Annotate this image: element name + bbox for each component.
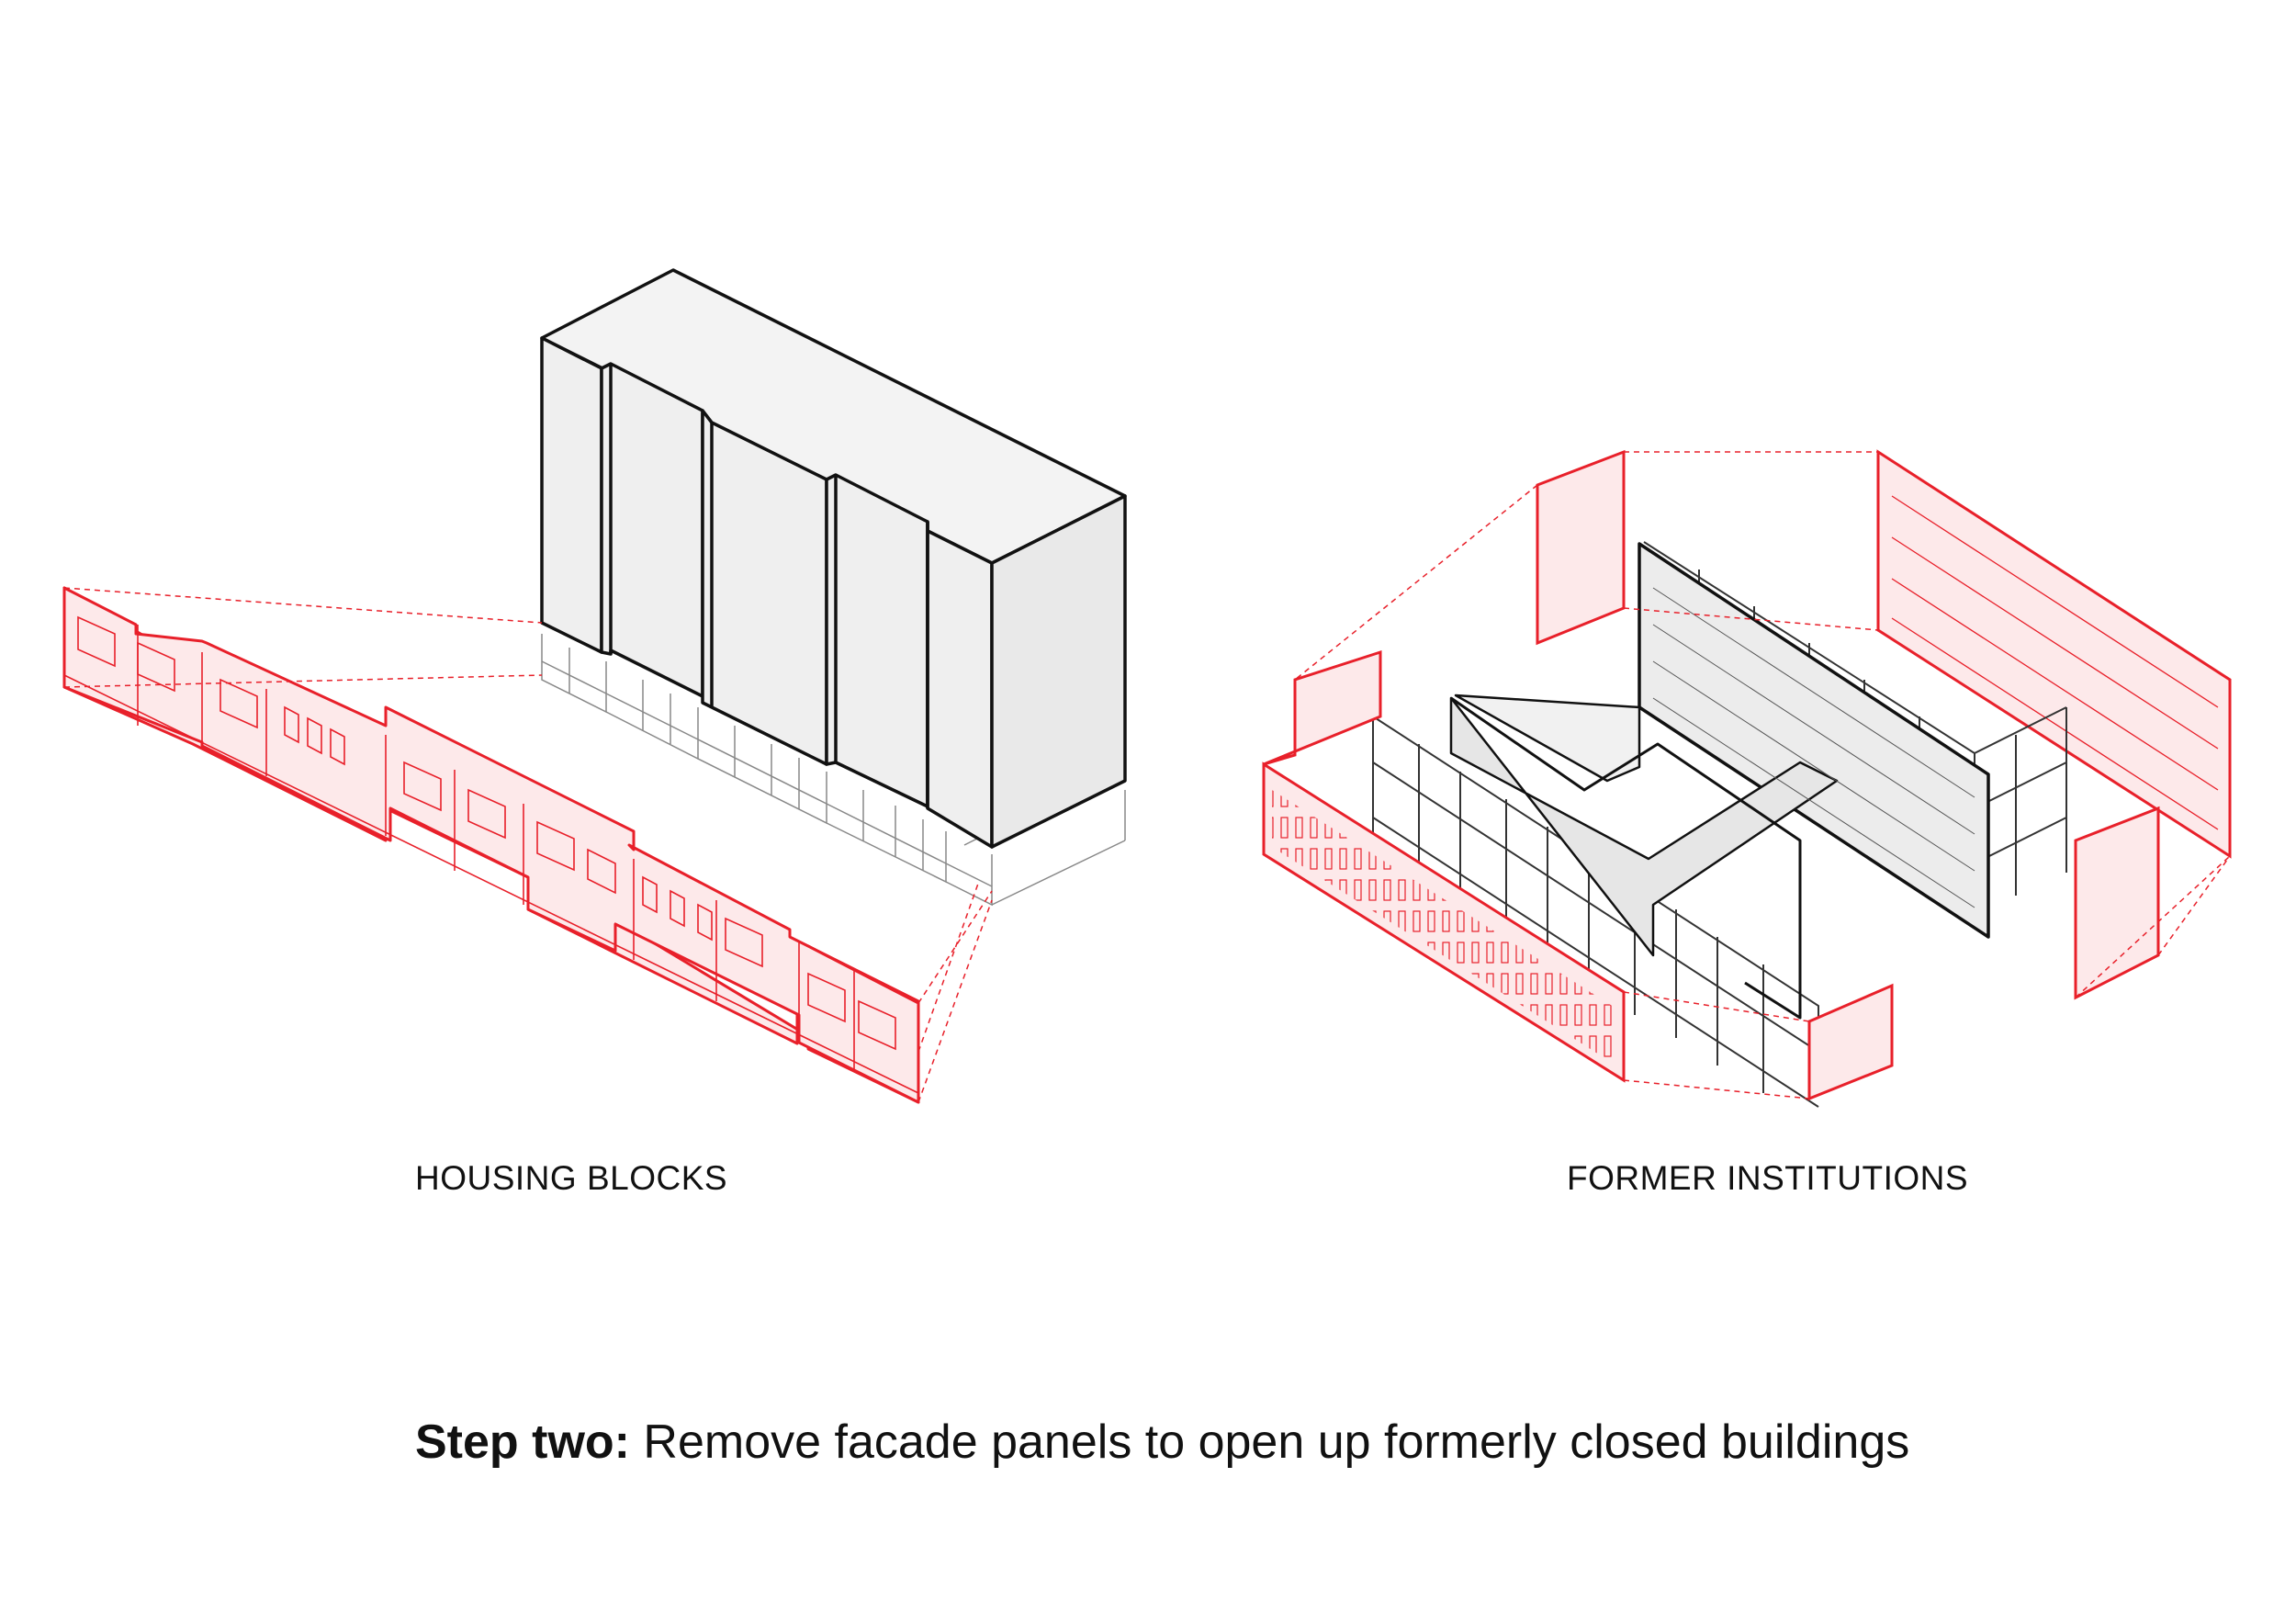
institution-panel-front-right — [1807, 806, 2160, 1101]
housing-block-group — [62, 268, 1127, 1104]
step-caption-text: Remove facade panels to open up formerly… — [629, 1415, 1910, 1469]
institution-projection-lines — [1294, 451, 2231, 1100]
housing-facade-segment-5 — [926, 520, 994, 849]
housing-facade-segment-4 — [825, 473, 929, 808]
institution-panel-back-right-windows — [1891, 495, 2219, 830]
housing-facade-segment-1 — [540, 336, 603, 654]
institution-panel-back-left — [1536, 449, 1626, 646]
institution-panel-front-left-windows — [1272, 790, 1616, 1066]
housing-massing — [540, 268, 1127, 849]
institution-group — [1262, 449, 2232, 1108]
housing-facade-segment-2 — [600, 362, 704, 698]
institution-central-wing — [1449, 542, 1990, 1020]
housing-blocks-label: HOUSING BLOCKS — [415, 1159, 728, 1197]
housing-facade-openings — [63, 615, 919, 1094]
step-caption: Step two: Remove facade panels to open u… — [415, 1415, 1909, 1470]
institution-central-wing-windows — [1652, 587, 1975, 908]
housing-facade-panel — [62, 586, 920, 1104]
step-caption-bold: Step two: — [415, 1415, 630, 1469]
housing-projection-lines — [63, 587, 993, 1103]
housing-side-wall — [990, 494, 1127, 849]
former-institutions-label: FORMER INSTITUTIONS — [1567, 1159, 1969, 1197]
